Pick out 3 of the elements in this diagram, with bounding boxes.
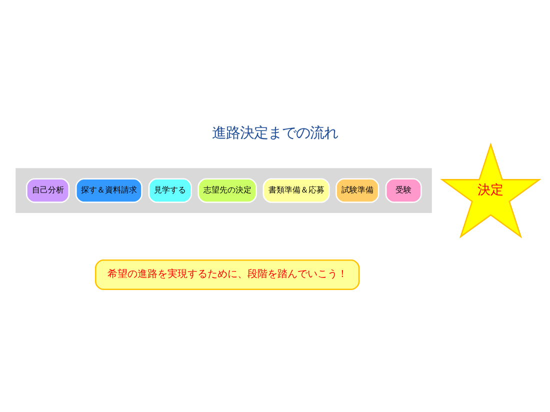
cluster bbox=[16, 168, 432, 212]
diagram-title: 進路決定までの流れ bbox=[212, 125, 338, 142]
node-box: 希望の進路を実現するために、段階を踏んでいこう！ bbox=[94, 258, 360, 290]
